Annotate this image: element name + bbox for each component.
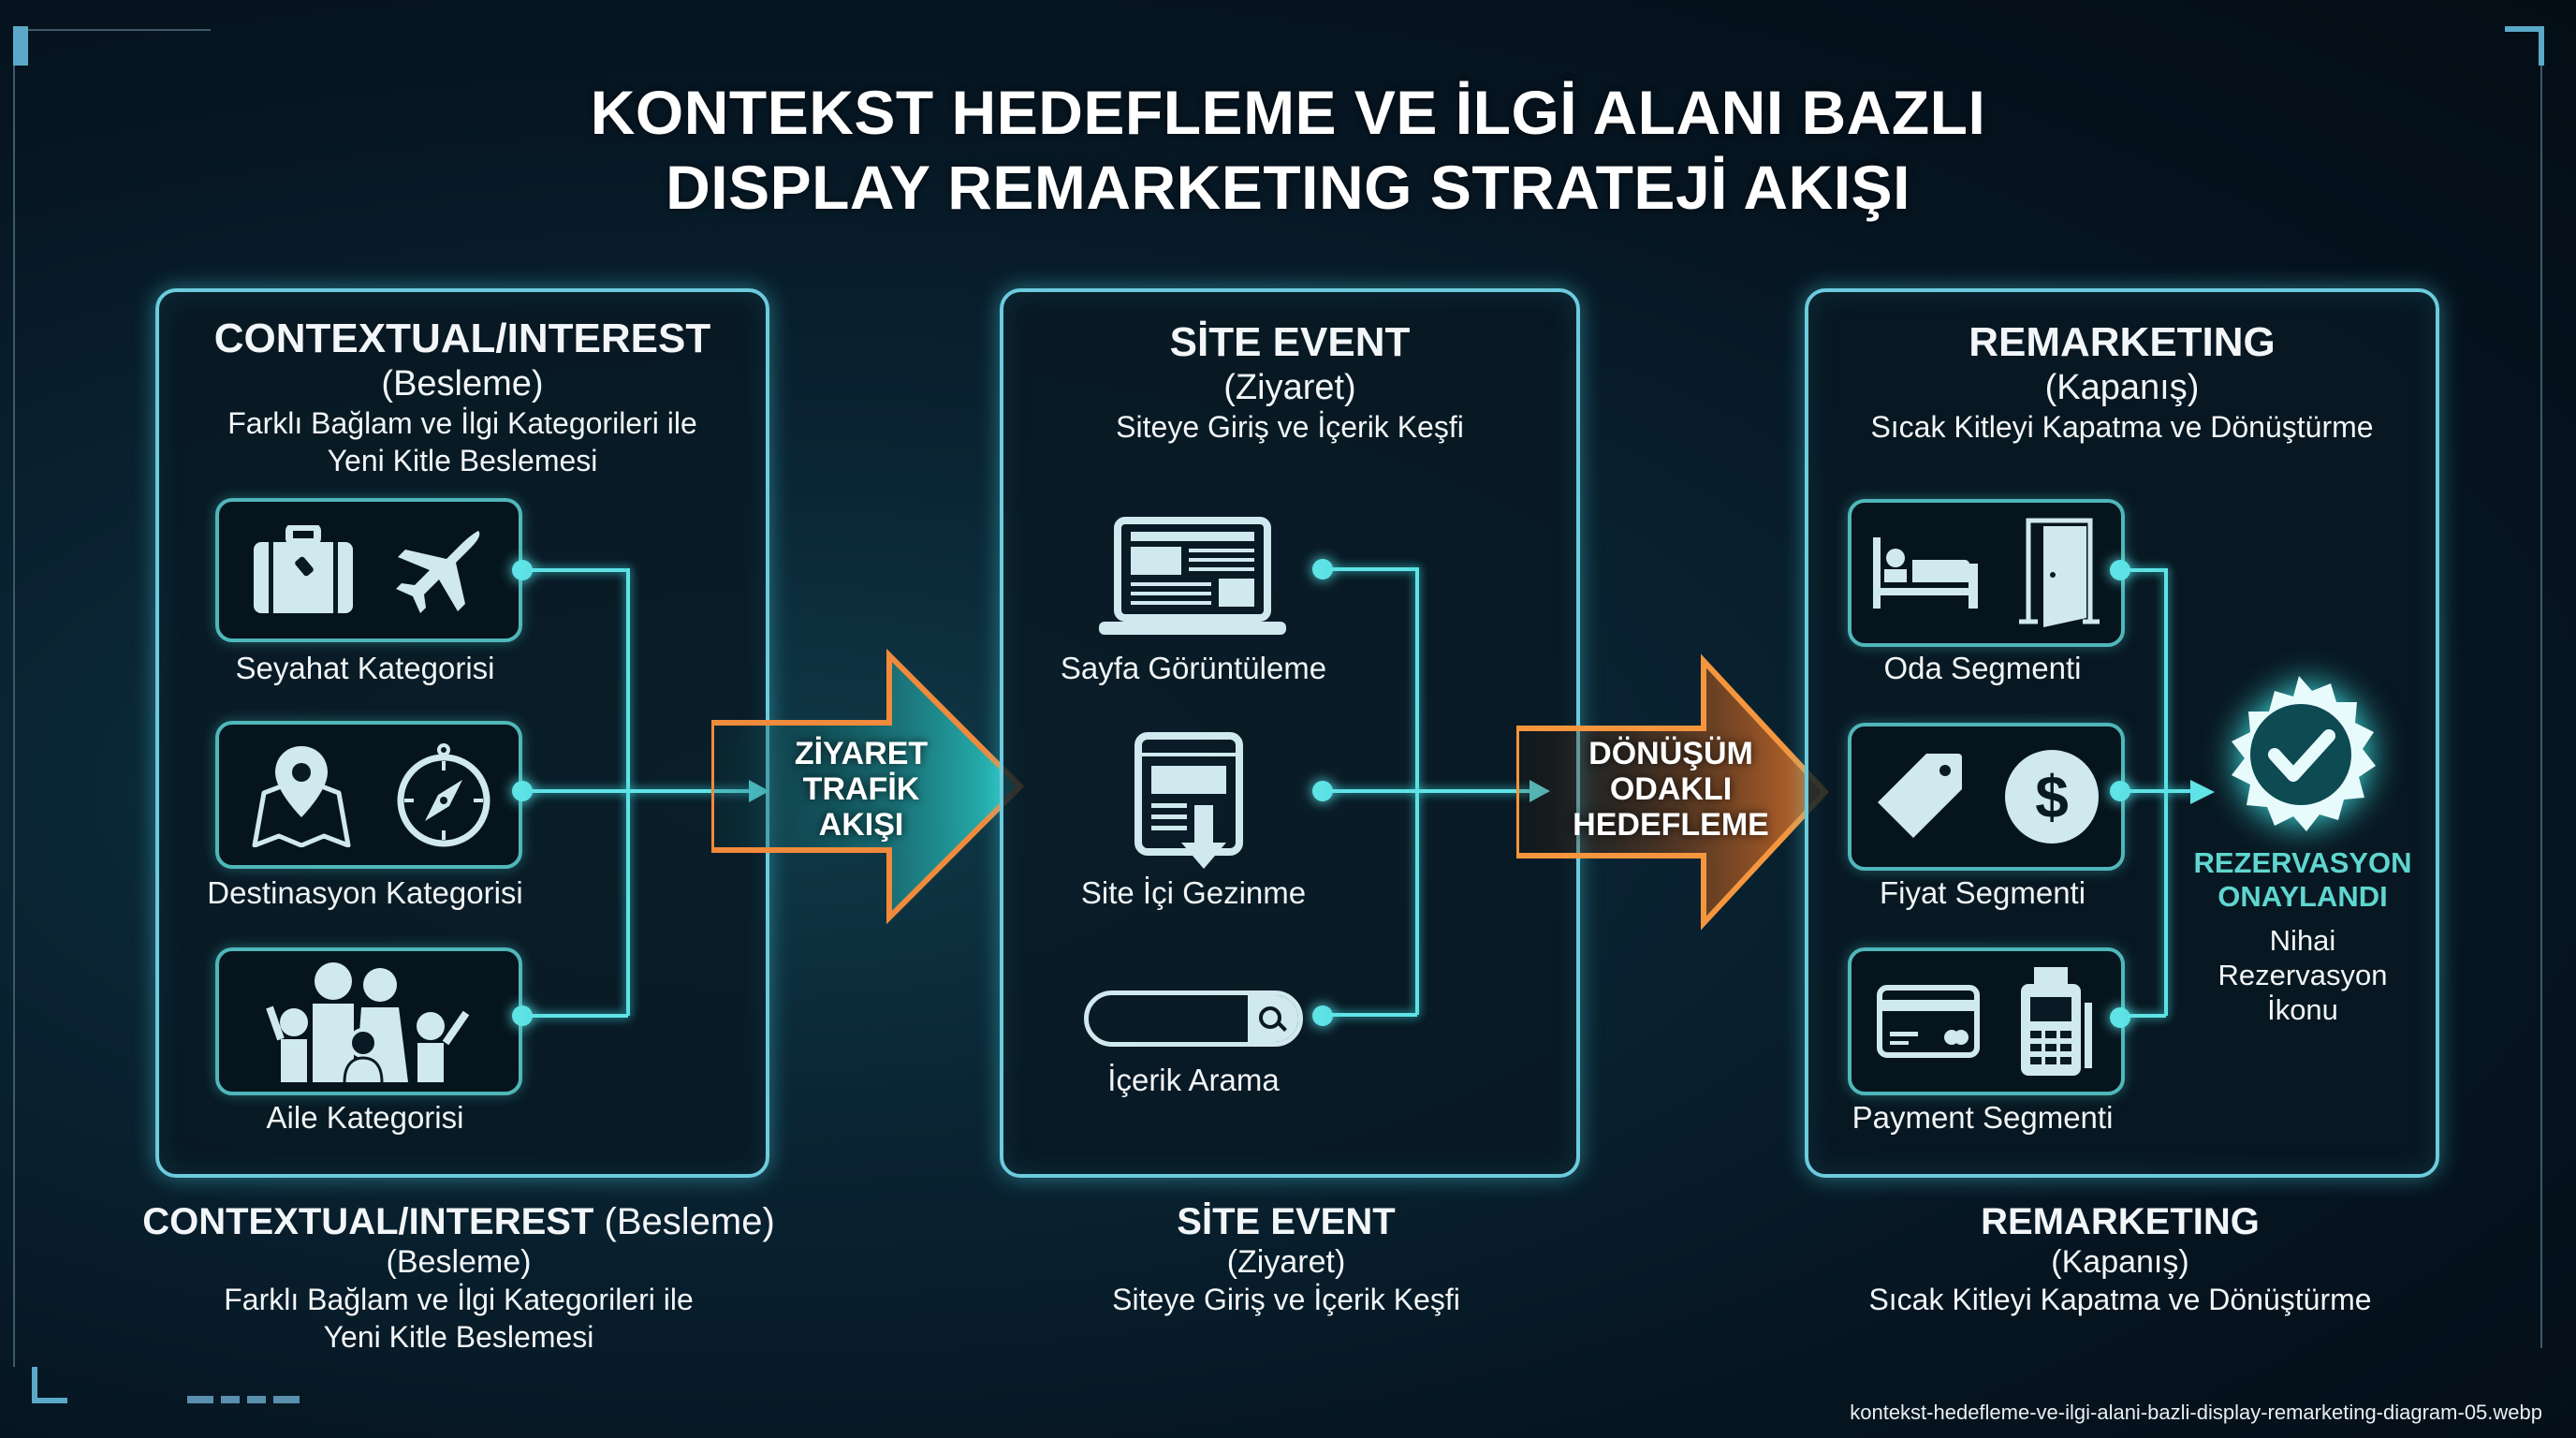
frame-corner-bottom-left	[32, 1367, 37, 1402]
stage-header: CONTEXTUAL/INTEREST (Besleme) Farklı Bağ…	[159, 315, 766, 479]
category-card-destination[interactable]	[215, 721, 522, 869]
stage-panel-site-event: SİTE EVENT (Ziyaret) Siteye Giriş ve İçe…	[1000, 288, 1580, 1178]
event-label: Sayfa Görüntüleme	[1060, 651, 1327, 685]
category-card-travel[interactable]	[215, 498, 522, 642]
caption-subtitle: (Ziyaret)	[1226, 1244, 1346, 1280]
pos-terminal-icon	[2021, 967, 2092, 1076]
flow-arrow-label: DÖNÜŞÜM ODAKLI HEDEFLEME	[1573, 736, 1769, 843]
verified-badge-icon	[2232, 676, 2376, 831]
caption-subtitle: (Besleme)	[386, 1244, 532, 1280]
browser-scroll-icon	[1134, 732, 1243, 869]
stage-title: CONTEXTUAL/INTEREST	[213, 315, 711, 361]
segment-label: Oda Segmenti	[1883, 651, 2082, 685]
segment-card-payment[interactable]	[1848, 947, 2125, 1095]
frame-line-top	[28, 29, 211, 31]
connector-node	[1312, 559, 1333, 580]
title-line-2: DISPLAY REMARKETING STRATEJİ AKIŞI	[666, 153, 1910, 222]
connector-node	[1312, 1005, 1333, 1026]
connector-arrowhead	[2190, 780, 2215, 804]
flow-arrow-label: ZİYARET TRAFİK AKIŞI	[794, 736, 929, 843]
flow-arrow-visit-traffic	[711, 648, 1025, 925]
progress-dashes	[187, 1396, 300, 1403]
connector-node	[1312, 781, 1333, 801]
page-title: KONTEKST HEDEFLEME VE İLGİ ALANI BAZLI D…	[0, 75, 2576, 225]
segment-card-room[interactable]	[1848, 499, 2125, 647]
stage-header: SİTE EVENT (Ziyaret) Siteye Giriş ve İçe…	[1003, 318, 1576, 446]
door-icon	[2019, 518, 2100, 627]
caption-contextual: CONTEXTUAL/INTEREST (Besleme) (Besleme) …	[94, 1200, 824, 1356]
connector-node	[512, 781, 533, 801]
title-line-1: KONTEKST HEDEFLEME VE İLGİ ALANI BAZLI	[590, 78, 1986, 147]
caption-subtitle: (Kapanış)	[2051, 1244, 2189, 1280]
connector-line	[2127, 568, 2166, 572]
caption-desc: Siteye Giriş ve İçerik Keşfi	[1112, 1283, 1460, 1316]
frame-line-right	[2540, 66, 2542, 1348]
caption-title: SİTE EVENT	[1177, 1201, 1396, 1242]
caption-title: REMARKETING	[1981, 1201, 2260, 1242]
connector-node	[2110, 781, 2130, 801]
dollar-coin-icon: $	[2005, 750, 2099, 844]
caption-desc: Farklı Bağlam ve İlgi Kategorileri ile	[224, 1283, 694, 1316]
stage-subtitle: (Kapanış)	[2044, 368, 2200, 407]
connector-line	[529, 568, 628, 572]
airplane-icon	[396, 531, 480, 613]
stage-subtitle: (Ziyaret)	[1223, 368, 1356, 407]
frame-corner-top-left-h	[13, 26, 28, 32]
event-label: İçerik Arama	[1107, 1063, 1280, 1097]
compass-icon	[397, 743, 490, 847]
frame-line-left	[13, 66, 15, 1367]
connector-node	[2110, 1007, 2130, 1028]
result-desc: Nihai Rezervasyon İkonu	[2217, 924, 2388, 1026]
connector-node	[512, 1005, 533, 1026]
category-label: Seyahat Kategorisi	[235, 651, 495, 685]
frame-corner-bottom-left-h	[32, 1398, 67, 1403]
stage-desc: Farklı Bağlam ve İlgi Kategorileri ile	[227, 406, 697, 440]
result-title: REZERVASYON ONAYLANDI	[2193, 846, 2412, 913]
connector-line	[1329, 567, 1417, 571]
filename-caption: kontekst-hedefleme-ve-ilgi-alani-bazli-d…	[1850, 1401, 2542, 1424]
stage-title: REMARKETING	[1969, 319, 2276, 365]
stage-title: SİTE EVENT	[1169, 319, 1411, 365]
search-bar-icon	[1084, 990, 1303, 1047]
category-card-family[interactable]	[215, 947, 522, 1095]
price-tag-icon	[1878, 754, 1962, 838]
frame-corner-top-right	[2505, 26, 2542, 32]
segment-card-price[interactable]: $	[1848, 723, 2125, 871]
map-pin-icon	[252, 746, 351, 847]
connector-line	[529, 1014, 628, 1018]
connector-line	[1329, 789, 1533, 793]
frame-corner-top-left	[13, 26, 28, 66]
category-label: Destinasyon Kategorisi	[207, 875, 523, 910]
stage-header: REMARKETING (Kapanış) Sıcak Kitleyi Kapa…	[1808, 318, 2436, 446]
caption-desc: Sıcak Kitleyi Kapatma ve Dönüştürme	[1868, 1283, 2372, 1316]
credit-card-icon	[1877, 985, 1980, 1058]
suitcase-icon	[254, 525, 353, 613]
connector-line	[2127, 789, 2192, 793]
connector-node	[512, 560, 533, 580]
stage-desc: Siteye Giriş ve İçerik Keşfi	[1116, 410, 1464, 444]
bed-icon	[1873, 537, 1978, 609]
stage-desc: Sıcak Kitleyi Kapatma ve Dönüştürme	[1870, 410, 2374, 444]
connector-line	[1329, 1013, 1417, 1017]
flow-arrow-conversion-targeting	[1516, 653, 1830, 931]
connector-node	[2110, 560, 2130, 580]
family-icon	[266, 962, 470, 1082]
caption-title: CONTEXTUAL/INTEREST	[142, 1201, 594, 1242]
connector-line	[2127, 1014, 2166, 1018]
stage-desc: Yeni Kitle Beslemesi	[327, 444, 598, 477]
segment-label: Fiyat Segmenti	[1879, 875, 2086, 910]
event-label: Site İçi Gezinme	[1080, 875, 1307, 910]
caption-desc: Yeni Kitle Beslemesi	[323, 1320, 594, 1354]
laptop-icon	[1099, 517, 1286, 635]
caption-title-suffix: (Besleme)	[604, 1201, 775, 1242]
svg-text:$: $	[2035, 763, 2069, 830]
caption-remarketing: REMARKETING (Kapanış) Sıcak Kitleyi Kapa…	[1807, 1200, 2434, 1318]
stage-subtitle: (Besleme)	[381, 364, 544, 404]
connector-line	[529, 789, 754, 793]
frame-corner-top-right-v	[2539, 26, 2544, 66]
caption-site-event: SİTE EVENT (Ziyaret) Siteye Giriş ve İçe…	[1005, 1200, 1567, 1318]
segment-label: Payment Segmenti	[1852, 1100, 2114, 1135]
category-label: Aile Kategorisi	[266, 1100, 464, 1135]
